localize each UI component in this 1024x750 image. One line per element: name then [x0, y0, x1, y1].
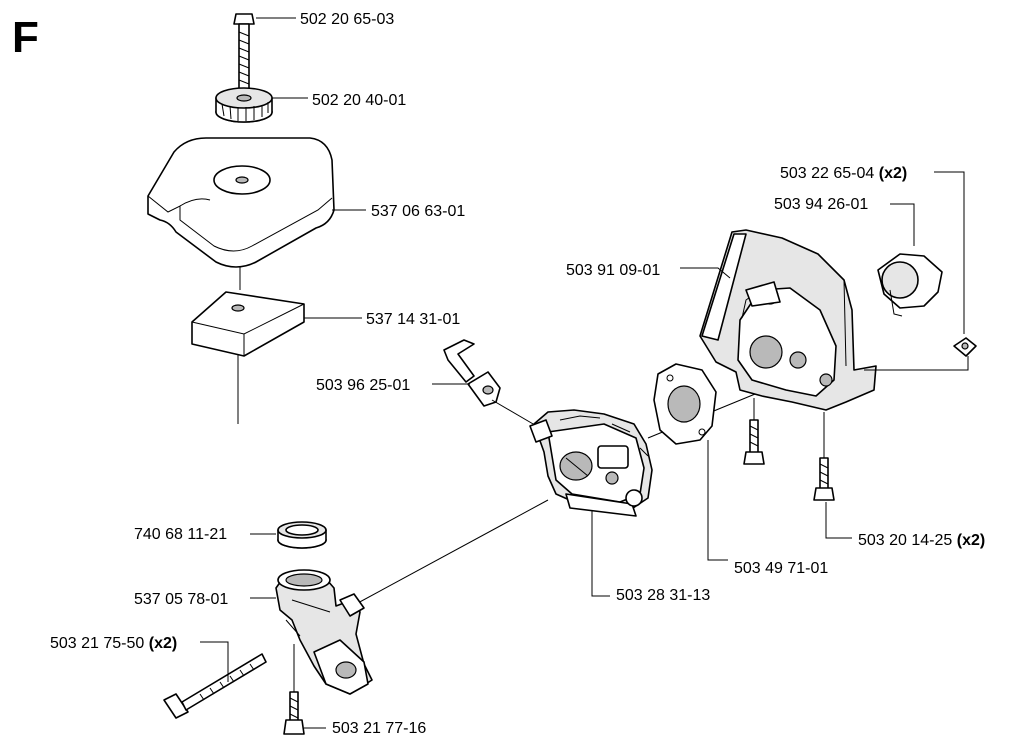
label-filter: 537 14 31-01	[366, 311, 460, 328]
label-choke-tube: 503 94 26-01	[774, 196, 868, 213]
label-gasket: 503 49 71-01	[734, 560, 828, 577]
leader-line	[934, 171, 965, 334]
label-clip: 503 22 65-04 (x2)	[780, 165, 907, 182]
label-clip-qty: (x2)	[879, 165, 907, 182]
label-spring: 503 96 25-01	[316, 377, 410, 394]
label-housing-screw-number: 503 20 14-25	[858, 532, 952, 549]
leader-line	[890, 203, 915, 246]
label-clip-number: 503 22 65-04	[780, 165, 874, 182]
label-long-screw: 503 21 75-50 (x2)	[50, 635, 177, 652]
label-short-screw: 503 21 77-16	[332, 720, 426, 737]
label-long-screw-qty: (x2)	[149, 635, 177, 652]
short-screw-part	[283, 691, 305, 735]
label-carburetor: 503 28 31-13	[616, 587, 710, 604]
label-housing-screw-qty: (x2)	[957, 532, 985, 549]
label-housing: 503 91 09-01	[566, 262, 660, 279]
housing-screw-part	[743, 419, 835, 501]
label-intake-elbow: 537 05 78-01	[134, 591, 228, 608]
leader-line	[591, 510, 610, 597]
label-long-screw-number: 503 21 75-50	[50, 635, 144, 652]
air-cover-part	[147, 137, 335, 268]
nut-top-part	[215, 87, 273, 123]
intake-elbow-part	[275, 569, 373, 695]
gasket-part	[653, 363, 717, 445]
leader-line	[707, 440, 728, 561]
bolt-top-part	[233, 13, 255, 93]
label-air-cover: 537 06 63-01	[371, 203, 465, 220]
label-seal-ring: 740 68 11-21	[134, 526, 227, 543]
label-housing-screw: 503 20 14-25 (x2)	[858, 532, 985, 549]
seal-ring-part	[277, 521, 327, 549]
leader-line	[864, 356, 969, 371]
long-screw-part	[163, 653, 267, 719]
leader-line	[825, 502, 852, 539]
clip-part	[953, 337, 977, 357]
spring-part	[443, 339, 501, 407]
label-nut-top: 502 20 40-01	[312, 92, 406, 109]
label-bolt-top: 502 20 65-03	[300, 11, 394, 28]
leader-line	[680, 267, 731, 279]
axis-line	[491, 399, 541, 429]
carburetor-part	[529, 409, 653, 517]
choke-tube-part	[877, 253, 943, 317]
axis-line	[355, 499, 549, 605]
housing-part	[699, 229, 877, 411]
section-letter: F	[12, 13, 39, 62]
filter-part	[191, 291, 305, 357]
leader-line	[200, 641, 229, 682]
